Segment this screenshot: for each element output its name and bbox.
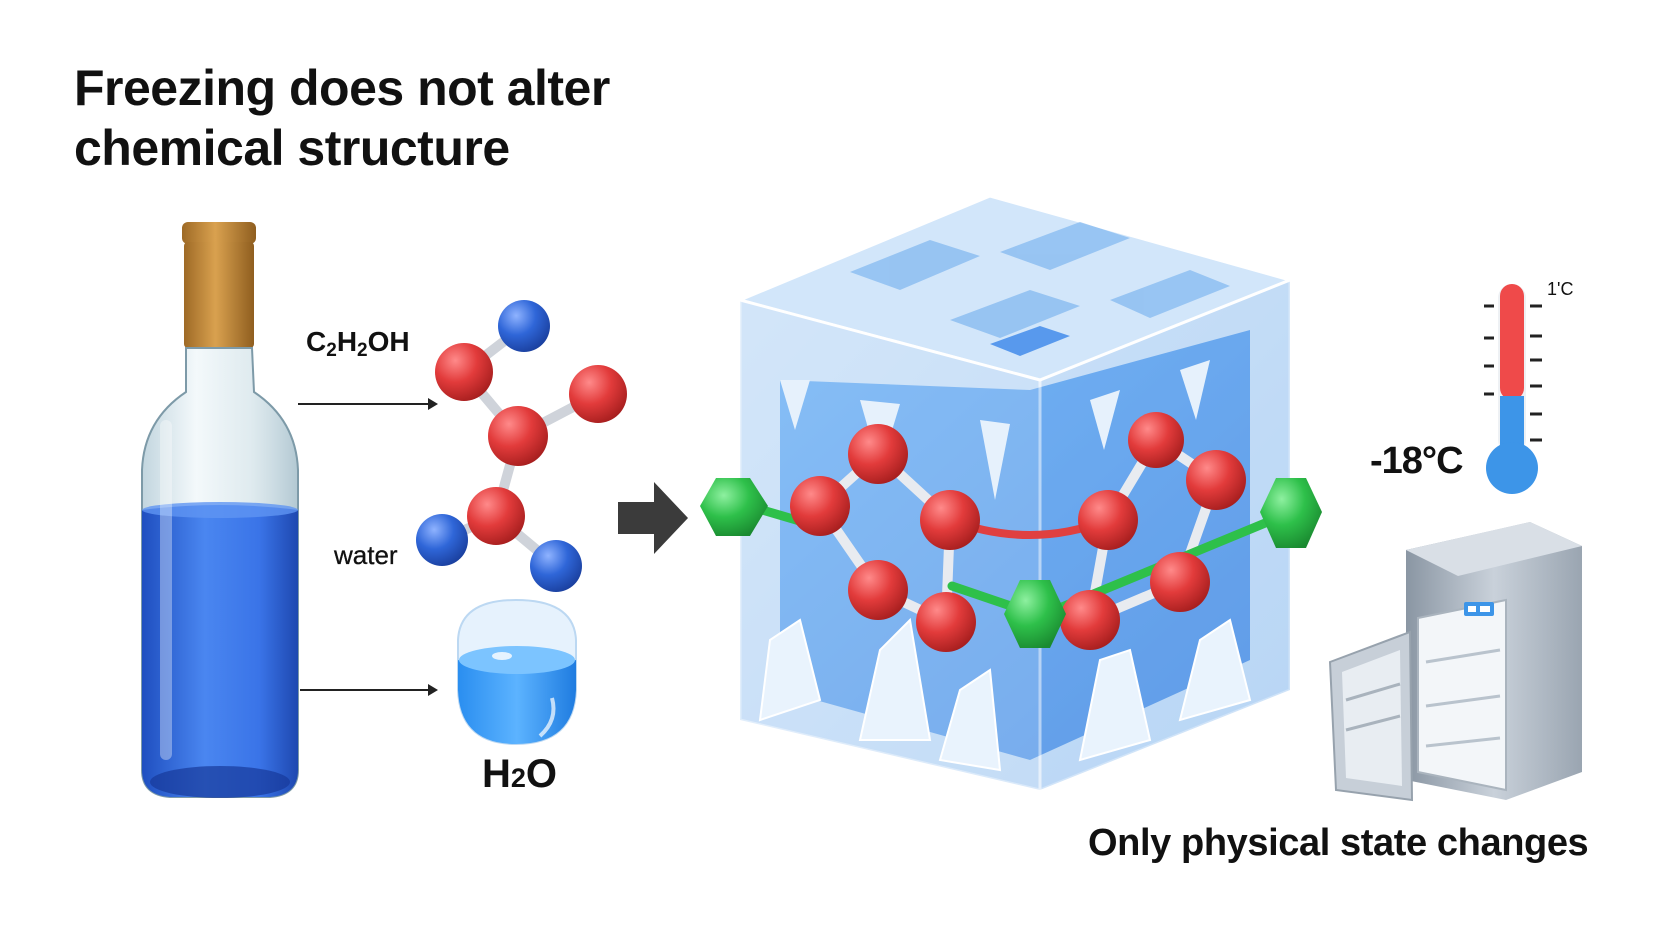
page-title: Freezing does not alter chemical structu… — [74, 58, 610, 178]
refrigerator-icon — [1328, 522, 1582, 802]
temperature-label: -18°C — [1370, 440, 1464, 482]
arrow-right-icon — [618, 482, 688, 554]
thermometer-icon — [1484, 284, 1542, 494]
footer-caption: Only physical state changes — [1088, 822, 1589, 864]
h2o-label: H2O — [482, 752, 558, 796]
water-label: water — [334, 540, 398, 570]
ice-cube-icon — [700, 194, 1322, 793]
arrow-to-cup — [300, 684, 438, 696]
thermometer-scale-top: 1'C — [1547, 279, 1574, 299]
bottle-icon — [141, 222, 299, 798]
water-cup-icon — [457, 598, 577, 746]
molecule-icon — [416, 300, 627, 592]
title-line-1: Freezing does not alter — [74, 60, 610, 116]
title-line-2: chemical structure — [74, 120, 510, 176]
ethanol-formula: C2H2OH — [306, 326, 410, 361]
arrow-to-molecule — [298, 398, 438, 410]
